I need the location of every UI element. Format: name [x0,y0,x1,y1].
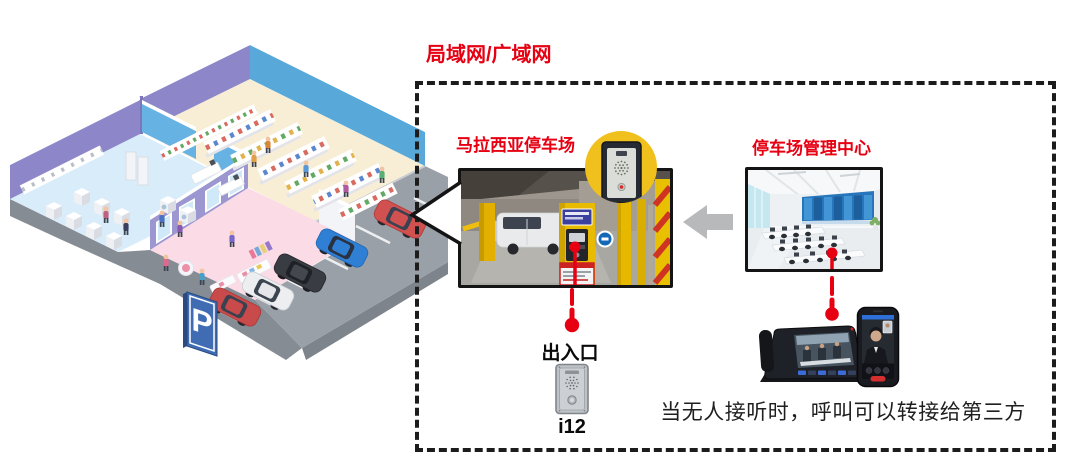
parked-cars [208,199,427,327]
lan-wan-boundary [415,81,1056,452]
device-model-label: i12 [558,416,586,438]
parking-site-title: 马拉西亚停车场 [456,136,575,155]
pin-dot [826,247,838,259]
striped-wall [652,179,670,285]
transfer-note: 当无人接听时，呼叫可以转接给第三方 [660,401,1026,424]
management-photo [745,167,883,272]
building-base [10,199,302,360]
desk-phone-image [758,325,864,382]
clothing-fixtures [178,240,273,294]
parking-pin-marker [564,288,580,333]
left-arrow-icon [683,205,733,239]
hangup-button [870,376,886,382]
network-label: 局域网/广域网 [426,44,552,66]
pin-dot [569,241,581,253]
wall-back [142,45,250,132]
video-wall [802,191,874,224]
smartphone-image [856,306,900,388]
phone-handset [758,329,775,372]
i12-device-image [555,363,589,415]
checkout-counters [190,159,245,196]
control-room-scene [748,170,880,269]
entrance-label: 出入口 [541,343,599,364]
parking-sign: P [183,291,218,357]
photo-pointer-icon [408,180,462,246]
clothing-wall [150,158,248,250]
parking-sign-letter: P [191,300,212,343]
management-title: 停车场管理中心 [752,139,871,158]
management-pin-marker [825,276,839,321]
parking-edge [302,262,448,360]
wall-right [250,45,425,166]
building-illustration: P [10,41,449,360]
people [103,136,385,285]
intercom-closeup [601,141,642,203]
white-van [496,212,570,255]
electronics-fixtures [19,145,196,250]
intercom-callout [585,131,657,203]
